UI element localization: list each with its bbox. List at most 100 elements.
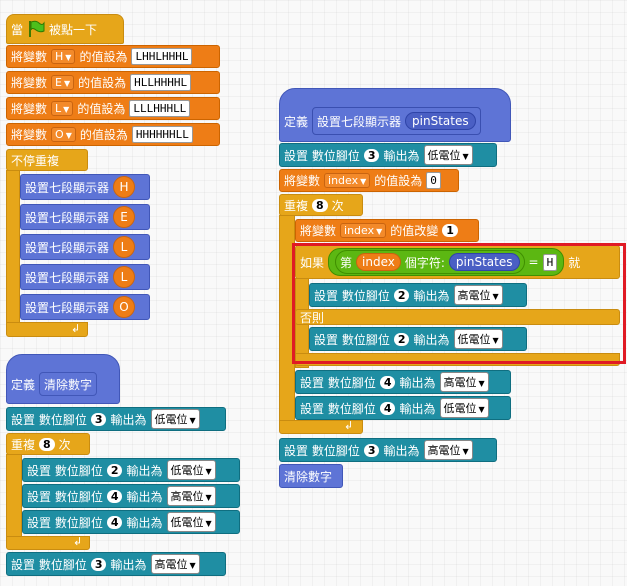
level-dropdown[interactable]: 低電位▼: [166, 512, 216, 532]
call-arg[interactable]: L: [113, 266, 136, 288]
pin-number[interactable]: 4: [379, 401, 396, 415]
letter-of-operator[interactable]: 第 index 個字符: pinStates: [335, 250, 525, 274]
pin-number[interactable]: 2: [393, 288, 410, 302]
repeat-suffix: 次: [58, 437, 71, 452]
pin-mid: 輸出為: [383, 148, 420, 163]
define-label: 定義: [284, 114, 309, 129]
variable-dropdown[interactable]: H▼: [51, 49, 76, 64]
set-digital-pin-block[interactable]: 設置 數位腳位 4 輸出為 高電位▼: [295, 370, 511, 394]
level-dropdown[interactable]: 低電位▼: [150, 409, 200, 429]
nth-label: 第: [340, 255, 353, 270]
call-arg[interactable]: O: [113, 296, 136, 318]
value-input[interactable]: HHHHHHLL: [131, 126, 193, 143]
call-block[interactable]: 設置七段顯示器 O: [20, 294, 150, 320]
pin-number[interactable]: 3: [90, 557, 107, 571]
level-dropdown[interactable]: 高電位▼: [166, 486, 216, 506]
level-dropdown[interactable]: 低電位▼: [166, 460, 216, 480]
set-digital-pin-block[interactable]: 設置 數位腳位 3 輸出為 高電位▼: [279, 438, 497, 462]
loop-arrow-icon: ↲: [344, 419, 354, 432]
repeat-foot: ↲: [6, 535, 90, 550]
pin-number[interactable]: 3: [363, 443, 380, 457]
set-var-block[interactable]: 將變數 index▼ 的值設為 0: [279, 169, 459, 192]
repeat-count[interactable]: 8: [39, 437, 55, 451]
pin-number[interactable]: 4: [106, 489, 123, 503]
pin-number[interactable]: 3: [90, 412, 107, 426]
pin-number[interactable]: 4: [106, 515, 123, 529]
then-label: 就: [568, 255, 581, 270]
repeat-count[interactable]: 8: [312, 198, 328, 212]
call-label: 設置七段顯示器: [25, 300, 110, 315]
variable-dropdown[interactable]: index▼: [324, 173, 371, 188]
pin-number[interactable]: 4: [379, 375, 396, 389]
forever-block[interactable]: 不停重複: [6, 149, 88, 171]
set-digital-pin-block[interactable]: 設置 數位腳位 3 輸出為 低電位▼: [279, 143, 497, 167]
variable-dropdown[interactable]: index▼: [340, 223, 387, 238]
set-var-block[interactable]: 將變數 H▼ 的值設為 LHHLHHHL: [6, 45, 220, 68]
call-label: 設置七段顯示器: [25, 180, 110, 195]
clicked-label: 被點一下: [49, 22, 98, 37]
define-block[interactable]: 定義 設置七段顯示器 pinStates: [279, 88, 511, 142]
param-pill[interactable]: pinStates: [405, 112, 476, 130]
set-var-prefix: 將變數: [11, 50, 48, 64]
level-dropdown[interactable]: 低電位▼: [439, 398, 489, 418]
pin-number[interactable]: 2: [106, 463, 123, 477]
set-var-block[interactable]: 將變數 O▼ 的值設為 HHHHHHLL: [6, 123, 220, 146]
level-dropdown[interactable]: 高電位▼: [150, 554, 200, 574]
pin-number[interactable]: 2: [393, 332, 410, 346]
pin-mid: 輸出為: [413, 288, 450, 303]
equals-operator[interactable]: 第 index 個字符: pinStates = H: [328, 248, 565, 276]
call-arg[interactable]: L: [113, 236, 136, 258]
pin-mid: 輸出為: [399, 375, 436, 390]
when-flag-clicked-hat[interactable]: 當 被點一下: [6, 14, 124, 44]
value-input[interactable]: LLLHHHLL: [129, 100, 191, 117]
level-dropdown[interactable]: 低電位▼: [453, 329, 503, 349]
call-block[interactable]: 設置七段顯示器 L: [20, 264, 150, 290]
value-input[interactable]: LHHLHHHL: [131, 48, 193, 65]
set-digital-pin-block[interactable]: 設置 數位腳位 4 輸出為 低電位▼: [22, 510, 240, 534]
param-reporter[interactable]: pinStates: [448, 253, 520, 271]
value-input[interactable]: 0: [426, 172, 441, 189]
call-arg[interactable]: E: [113, 206, 136, 228]
set-digital-pin-block[interactable]: 設置 數位腳位 4 輸出為 低電位▼: [295, 396, 511, 420]
set-digital-pin-block[interactable]: 設置 數位腳位 3 輸出為 高電位▼: [6, 552, 226, 576]
change-var-block[interactable]: 將變數 index▼ 的值改變 1: [295, 219, 479, 242]
set-digital-pin-block[interactable]: 設置 數位腳位 3 輸出為 低電位▼: [6, 407, 226, 431]
call-clear-block[interactable]: 清除數字: [279, 464, 343, 488]
set-digital-pin-block[interactable]: 設置 數位腳位 4 輸出為 高電位▼: [22, 484, 240, 508]
set-var-block[interactable]: 將變數 L▼ 的值設為 LLLHHHLL: [6, 97, 220, 120]
call-arg[interactable]: H: [113, 176, 136, 198]
define-block[interactable]: 定義 清除數字: [6, 354, 120, 404]
call-block[interactable]: 設置七段顯示器 H: [20, 174, 150, 200]
compare-input[interactable]: H: [542, 253, 558, 271]
change-value[interactable]: 1: [442, 224, 458, 237]
index-reporter[interactable]: index: [356, 253, 401, 271]
value-input[interactable]: HLLHHHHL: [130, 74, 192, 91]
eq-label: =: [528, 255, 539, 269]
call-block[interactable]: 設置七段顯示器 E: [20, 204, 150, 230]
variable-dropdown[interactable]: E▼: [51, 75, 75, 90]
level-dropdown[interactable]: 高電位▼: [453, 285, 503, 305]
pin-number[interactable]: 3: [363, 148, 380, 162]
pin-label: 設置 數位腳位: [314, 288, 390, 303]
call-label: 清除數字: [284, 469, 333, 484]
level-dropdown[interactable]: 高電位▼: [439, 372, 489, 392]
else-label: 否則: [300, 310, 325, 325]
call-block[interactable]: 設置七段顯示器 L: [20, 234, 150, 260]
set-var-block[interactable]: 將變數 E▼ 的值設為 HLLHHHHL: [6, 71, 220, 94]
set-digital-pin-block[interactable]: 設置 數位腳位 2 輸出為 低電位▼: [309, 327, 527, 351]
level-dropdown[interactable]: 高電位▼: [423, 440, 473, 460]
variable-dropdown[interactable]: O▼: [51, 127, 76, 142]
set-digital-pin-block[interactable]: 設置 數位腳位 2 輸出為 高電位▼: [309, 283, 527, 307]
variable-dropdown[interactable]: L▼: [51, 101, 74, 116]
level-dropdown[interactable]: 低電位▼: [423, 145, 473, 165]
pin-label: 設置 數位腳位: [300, 401, 376, 416]
if-else-block[interactable]: 如果 第 index 個字符: pinStates = H 就: [295, 245, 620, 279]
define-label: 定義: [11, 377, 36, 392]
change-var-suffix: 的值改變: [390, 224, 439, 238]
repeat-block[interactable]: 重複 8 次: [279, 194, 363, 216]
repeat-block[interactable]: 重複 8 次: [6, 433, 90, 455]
call-label: 設置七段顯示器: [25, 210, 110, 225]
set-digital-pin-block[interactable]: 設置 數位腳位 2 輸出為 低電位▼: [22, 458, 240, 482]
if-label: 如果: [300, 255, 325, 270]
when-label: 當: [11, 22, 24, 37]
